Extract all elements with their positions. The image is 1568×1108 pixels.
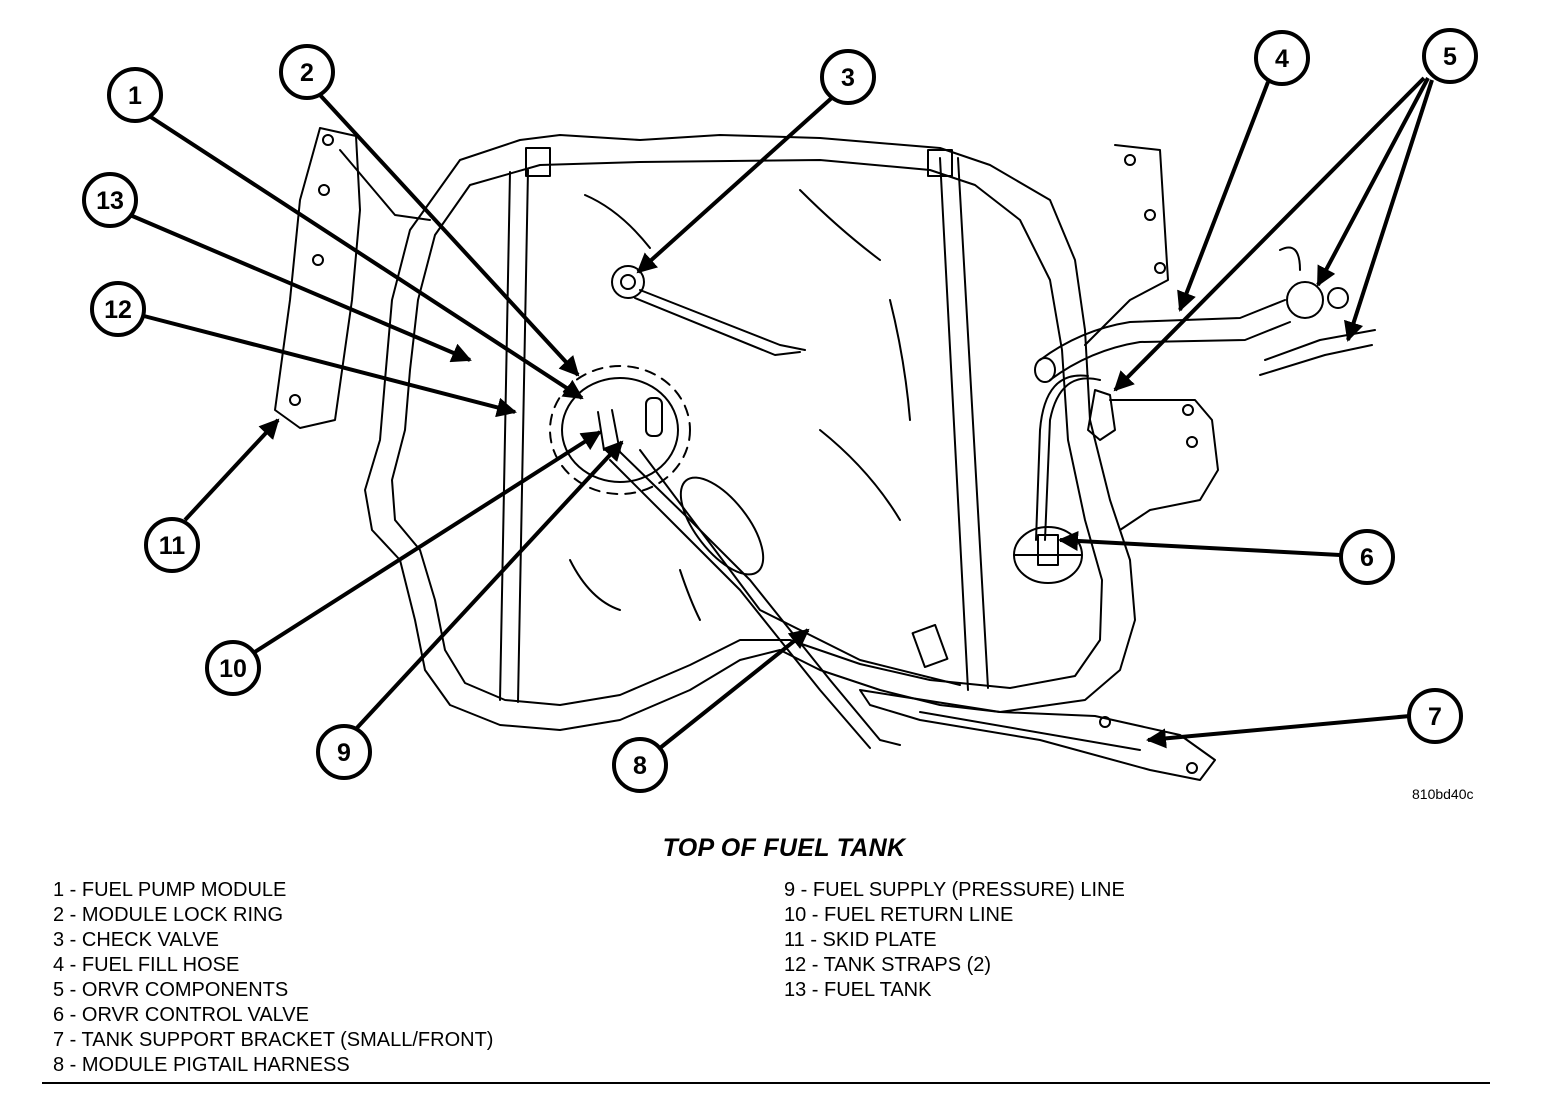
callout-circle — [1339, 529, 1395, 585]
callout-9-fuel-supply-line: 9 — [316, 724, 372, 780]
tank-strap-left — [499, 171, 511, 701]
callout-circle — [612, 737, 668, 793]
legend-item: 5 - ORVR COMPONENTS — [53, 979, 289, 1001]
callout-number: 12 — [104, 296, 132, 324]
check-valve — [611, 265, 645, 299]
callout-number: 11 — [159, 532, 186, 560]
legend-item: 9 - FUEL SUPPLY (PRESSURE) LINE — [784, 879, 1125, 901]
legend-item: 1 - FUEL PUMP MODULE — [53, 879, 287, 901]
legend-item: 3 - CHECK VALVE — [53, 929, 219, 951]
callout-circle — [107, 67, 163, 123]
callout-number: 8 — [633, 752, 647, 780]
callout-5-orvr-components: 5 — [1422, 28, 1478, 84]
callout-number: 5 — [1443, 43, 1457, 71]
callout-number: 3 — [841, 64, 855, 92]
callout-circle — [90, 281, 146, 337]
tank-strap-right — [939, 157, 969, 691]
callout-number: 6 — [1360, 544, 1374, 572]
callout-8-module-pigtail-harness: 8 — [612, 737, 668, 793]
tank-support-bracket — [859, 689, 1216, 781]
callout-circle — [820, 49, 876, 105]
callout-circle — [1422, 28, 1478, 84]
callout-number: 9 — [337, 739, 351, 767]
callout-circle — [205, 640, 261, 696]
callout-12-tank-straps: 12 — [90, 281, 146, 337]
callout-circle — [1254, 30, 1310, 86]
legend-item: 10 - FUEL RETURN LINE — [784, 904, 1014, 926]
orvr-valve — [1286, 281, 1324, 319]
callout-number: 10 — [219, 655, 247, 683]
fuel-pump-module — [561, 377, 679, 483]
fuel-fill-hose — [1039, 299, 1286, 361]
legend-item: 4 - FUEL FILL HOSE — [53, 954, 240, 976]
legend-item: 12 - TANK STRAPS (2) — [784, 954, 992, 976]
figure-caption: TOP OF FUEL TANK — [662, 834, 906, 862]
callout-number: 1 — [128, 82, 142, 110]
callout-3-check-valve: 3 — [820, 49, 876, 105]
callout-circle — [144, 517, 200, 573]
callout-2-module-lock-ring: 2 — [279, 44, 335, 100]
callout-11-skid-plate: 11 — [144, 517, 200, 573]
callout-circle — [82, 172, 138, 228]
legend-right-column: 9 - FUEL SUPPLY (PRESSURE) LINE 10 - FUE… — [784, 878, 1125, 1003]
callout-number: 13 — [96, 187, 124, 215]
skid-plate — [274, 127, 361, 429]
legend-item: 7 - TANK SUPPORT BRACKET (SMALL/FRONT) — [53, 1029, 494, 1051]
callout-number: 4 — [1275, 45, 1289, 73]
legend-item: 11 - SKID PLATE — [784, 929, 937, 951]
callout-6-orvr-control-valve: 6 — [1339, 529, 1395, 585]
callout-4-fuel-fill-hose: 4 — [1254, 30, 1310, 86]
legend-item: 8 - MODULE PIGTAIL HARNESS — [53, 1054, 350, 1076]
bottom-rule — [42, 1082, 1490, 1084]
legend-item: 13 - FUEL TANK — [784, 979, 932, 1001]
callout-circle — [316, 724, 372, 780]
callout-13-fuel-tank: 13 — [82, 172, 138, 228]
figure-code: 810bd40c — [1412, 786, 1474, 802]
callout-circle — [1407, 688, 1463, 744]
callout-7-tank-support-bracket: 7 — [1407, 688, 1463, 744]
callout-10-fuel-return-line: 10 — [205, 640, 261, 696]
callout-number: 7 — [1428, 703, 1442, 731]
legend-item: 2 - MODULE LOCK RING — [53, 904, 284, 926]
legend-left-column: 1 - FUEL PUMP MODULE 2 - MODULE LOCK RIN… — [53, 878, 493, 1078]
module-lock-ring — [549, 365, 691, 495]
legend-item: 6 - ORVR CONTROL VALVE — [53, 1004, 309, 1026]
callout-number: 2 — [300, 59, 314, 87]
callout-circle — [279, 44, 335, 100]
callout-1-fuel-pump-module: 1 — [107, 67, 163, 123]
